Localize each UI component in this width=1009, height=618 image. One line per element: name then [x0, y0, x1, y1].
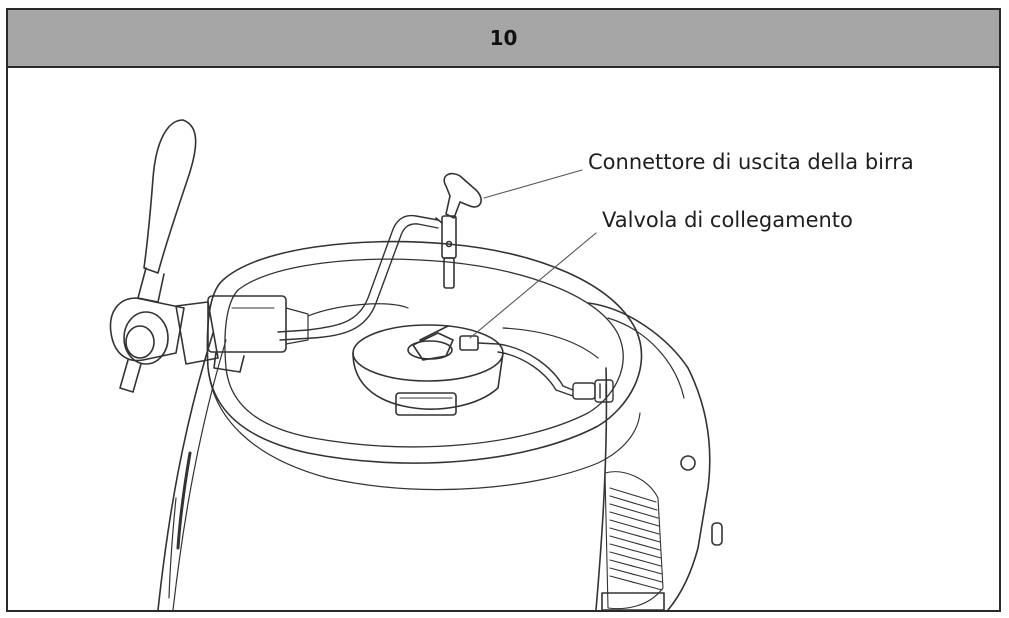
- step-number: 10: [489, 26, 518, 50]
- step-header: 10: [8, 10, 999, 68]
- leader-outlet-connector: [483, 169, 583, 199]
- label-beer-outlet-connector: Connettore di uscita della birra: [588, 150, 914, 174]
- keg-opening-rim: [206, 240, 643, 491]
- machine-body: [157, 302, 723, 610]
- beer-tubing: [277, 214, 614, 403]
- tap-handle: [109, 119, 309, 393]
- leader-lines: [469, 169, 597, 339]
- connection-valve: [407, 325, 499, 361]
- beer-outlet-connector: [435, 172, 482, 289]
- keg-dispenser-illustration: [109, 119, 723, 610]
- label-connection-valve: Valvola di collegamento: [602, 208, 853, 232]
- instruction-panel: 10: [6, 8, 1001, 612]
- leader-connection-valve: [469, 232, 597, 339]
- vent-grille: [604, 471, 664, 610]
